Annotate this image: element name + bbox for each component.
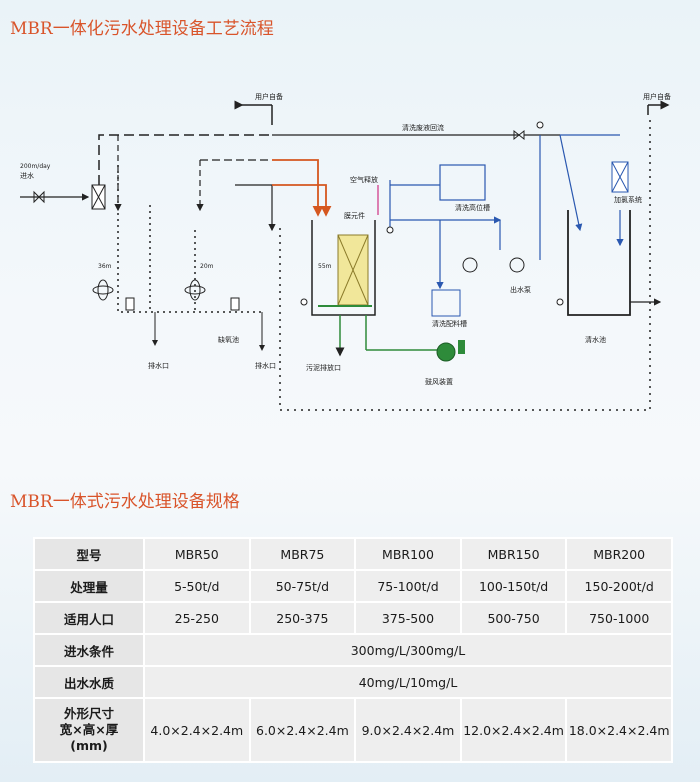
mbr-tank: 55m 膜元件 污泥排放口 xyxy=(300,211,445,372)
inflow-label: 进水 xyxy=(20,171,34,180)
backwash-return-label: 清洗废液回流 xyxy=(402,123,444,132)
row-label: 适用人口 xyxy=(33,601,145,635)
population-cell: 25-250 xyxy=(143,601,251,635)
row-label: 出水水质 xyxy=(33,665,145,699)
row-label: 处理量 xyxy=(33,569,145,603)
clear-water-tank: 清水池 xyxy=(556,210,662,344)
user-boundary-left: 用户自备 xyxy=(234,92,283,125)
population-cell: 500-750 xyxy=(459,601,568,635)
row-label: 型号 xyxy=(33,537,145,571)
clear-water-tank-label: 清水池 xyxy=(585,335,606,344)
population-cell: 375-500 xyxy=(354,601,462,635)
process-title: MBR一体化污水处理设备工艺流程 xyxy=(10,19,274,39)
user-boundary-right: 用户自备 xyxy=(643,92,671,115)
dims-cell: 6.0×2.4×2.4m xyxy=(248,697,357,763)
blower: 鼓风装置 xyxy=(425,340,465,386)
outflow-cell: 40mg/L/10mg/L xyxy=(143,665,673,699)
spec-title: MBR一体式污水处理设备规格 xyxy=(10,492,240,512)
row-label: 外形尺寸 宽×高×厚 (mm) xyxy=(33,697,145,763)
inflow-rate-label: 200m/day xyxy=(20,163,51,170)
air-release-label: 空气释放 xyxy=(350,175,378,184)
table-row-population: 适用人口 25-250 250-375 375-500 500-750 750-… xyxy=(33,601,673,635)
model-cell: MBR75 xyxy=(248,537,357,571)
dims-label-3: (mm) xyxy=(70,738,108,753)
cleaning-high-tank-label: 清洗高位槽 xyxy=(455,203,490,212)
dims-cell: 12.0×2.4×2.4m xyxy=(459,697,568,763)
process-flow-diagram: 用户自备 用户自备 200m/day 进水 清洗废液回流 36m 排水口 xyxy=(20,92,671,411)
tank-1: 36m 排水口 xyxy=(92,135,262,370)
spec-table: 型号 MBR50 MBR75 MBR100 MBR150 MBR200 处理量 … xyxy=(33,537,673,763)
tank1-volume: 36m xyxy=(98,263,112,270)
model-cell: MBR100 xyxy=(354,537,462,571)
capacity-cell: 100-150t/d xyxy=(459,569,568,603)
dims-cell: 18.0×2.4×2.4m xyxy=(565,697,673,763)
blower-label: 鼓风装置 xyxy=(425,377,453,386)
table-row-model: 型号 MBR50 MBR75 MBR100 MBR150 MBR200 xyxy=(33,537,673,571)
tank3-volume: 55m xyxy=(318,263,332,270)
dims-label-1: 外形尺寸 xyxy=(63,706,114,721)
drain-2-label: 排水口 xyxy=(255,361,276,370)
outlet-pump-label: 出水泵 xyxy=(510,285,531,294)
model-cell: MBR200 xyxy=(565,537,673,571)
cleaning-mix-tank-label: 清洗配料槽 xyxy=(432,319,467,328)
tank-2: 20m 缺氧池 排水口 xyxy=(149,159,276,370)
population-cell: 750-1000 xyxy=(565,601,673,635)
table-row-capacity: 处理量 5-50t/d 50-75t/d 75-100t/d 100-150t/… xyxy=(33,569,673,603)
membrane-label: 膜元件 xyxy=(344,211,365,220)
tank2-volume: 20m xyxy=(200,263,214,270)
dims-label-2: 宽×高×厚 xyxy=(59,722,119,737)
capacity-cell: 75-100t/d xyxy=(354,569,462,603)
inflow-cell: 300mg/L/300mg/L xyxy=(143,633,673,667)
dims-cell: 4.0×2.4×2.4m xyxy=(143,697,251,763)
table-row-outflow: 出水水质 40mg/L/10mg/L xyxy=(33,665,673,699)
inflow-line: 200m/day 进水 xyxy=(20,163,106,210)
capacity-cell: 50-75t/d xyxy=(248,569,357,603)
capacity-cell: 150-200t/d xyxy=(565,569,673,603)
row-label: 进水条件 xyxy=(33,633,145,667)
table-row-inflow: 进水条件 300mg/L/300mg/L xyxy=(33,633,673,667)
anoxic-tank-label: 缺氧池 xyxy=(218,335,239,344)
user-self-left-label: 用户自备 xyxy=(255,92,283,101)
drain-1-label: 排水口 xyxy=(148,361,169,370)
population-cell: 250-375 xyxy=(248,601,357,635)
user-self-right-label: 用户自备 xyxy=(643,92,671,101)
model-cell: MBR50 xyxy=(143,537,251,571)
capacity-cell: 5-50t/d xyxy=(143,569,251,603)
sludge-drain-label: 污泥排放口 xyxy=(306,363,341,372)
model-cell: MBR150 xyxy=(459,537,568,571)
table-row-dimensions: 外形尺寸 宽×高×厚 (mm) 4.0×2.4×2.4m 6.0×2.4×2.4… xyxy=(33,697,673,763)
chlorination-label: 加氯系统 xyxy=(614,195,642,204)
dims-cell: 9.0×2.4×2.4m xyxy=(354,697,462,763)
